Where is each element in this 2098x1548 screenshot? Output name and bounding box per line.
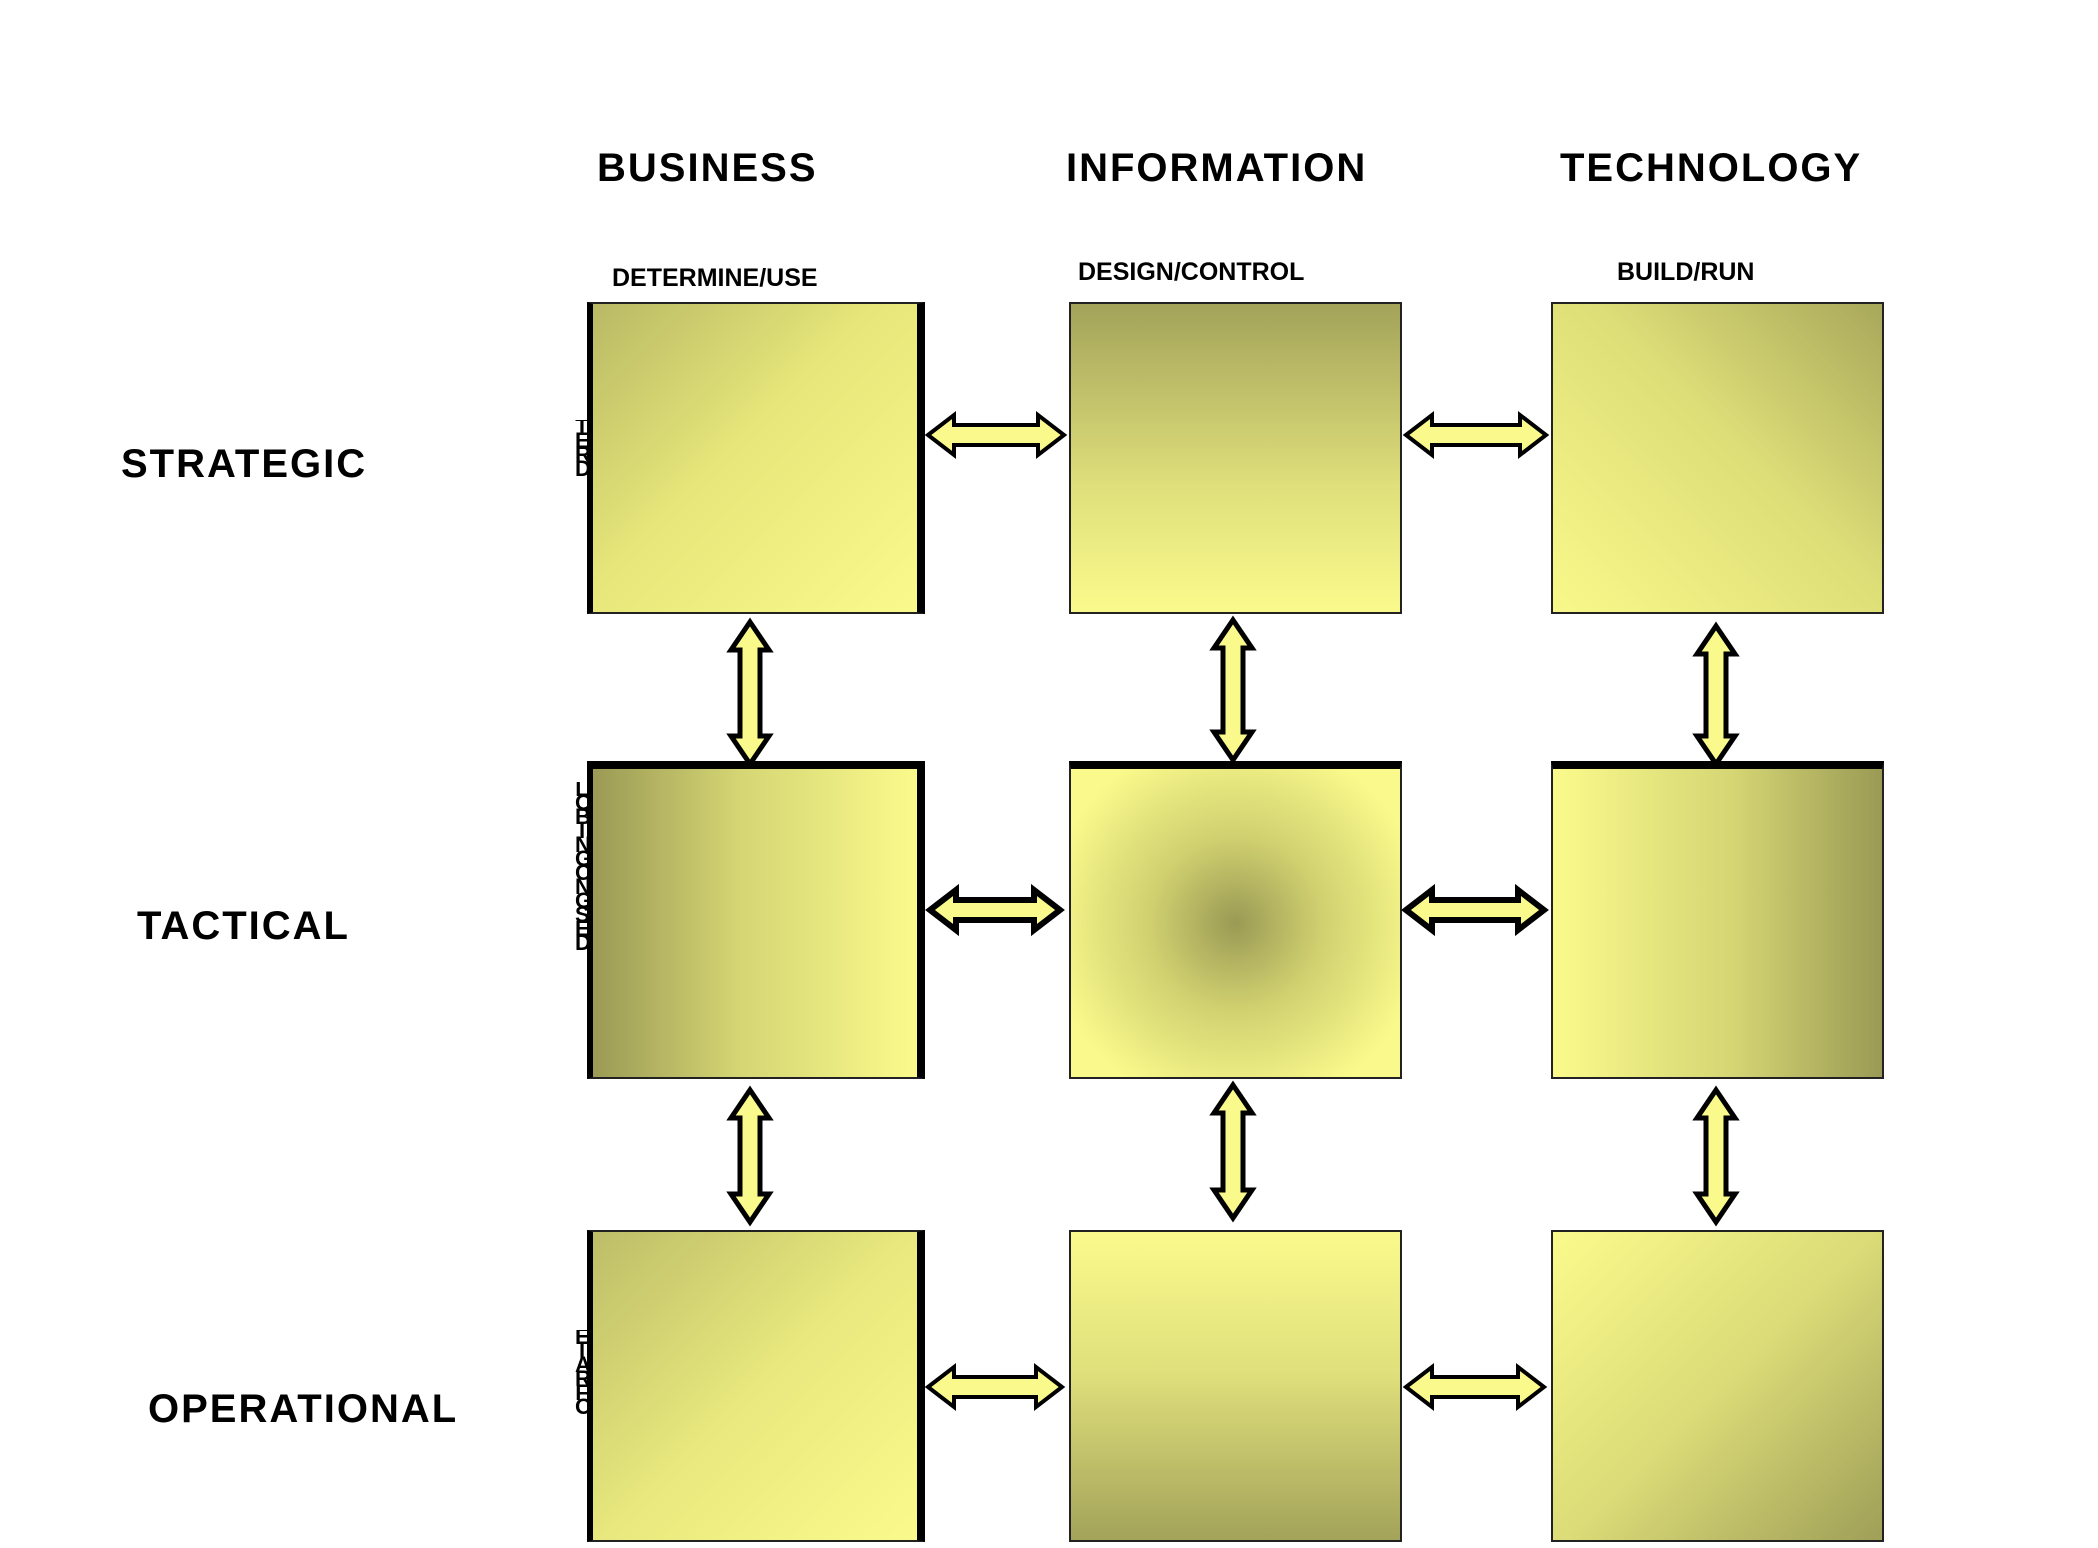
box-information-operational — [1069, 1230, 1402, 1542]
box-information-tactical — [1069, 761, 1402, 1079]
arrow-operational-business-information — [924, 1362, 1066, 1412]
column-title-business: BUSINESS — [597, 146, 818, 190]
arrow-technology-tactical-operational — [1692, 1085, 1740, 1227]
row-title-tactical: TACTICAL — [137, 904, 350, 948]
row-title-operational: OPERATIONAL — [148, 1387, 459, 1431]
column-subtitle-information: DESIGN/CONTROL — [1078, 258, 1305, 286]
arrow-business-strategic-tactical — [726, 617, 774, 769]
side-text-operational: EIARFO — [575, 1330, 589, 1419]
arrow-technology-strategic-tactical — [1692, 621, 1740, 769]
column-title-information: INFORMATION — [1066, 146, 1368, 190]
row-title-strategic: STRATEGIC — [121, 442, 368, 486]
arrow-strategic-information-technology — [1402, 410, 1550, 460]
arrow-business-tactical-operational — [726, 1085, 774, 1227]
column-title-technology: TECHNOLOGY — [1560, 146, 1863, 190]
box-business-operational — [587, 1230, 925, 1542]
arrow-information-tactical-operational — [1209, 1080, 1257, 1223]
box-technology-operational — [1551, 1230, 1884, 1542]
arrow-operational-information-technology — [1402, 1362, 1548, 1412]
arrow-tactical-information-technology — [1401, 883, 1549, 937]
arrow-information-strategic-tactical — [1209, 615, 1257, 765]
box-technology-strategic — [1551, 302, 1884, 614]
arrow-tactical-business-information — [925, 883, 1065, 937]
box-technology-tactical — [1551, 761, 1884, 1079]
box-information-strategic — [1069, 302, 1402, 614]
column-subtitle-business: DETERMINE/USE — [612, 264, 818, 292]
box-business-tactical — [587, 761, 925, 1079]
column-subtitle-technology: BUILD/RUN — [1617, 258, 1755, 286]
box-business-strategic — [587, 302, 925, 614]
side-text-strategic: TERD — [575, 420, 589, 481]
side-text-tactical: LOBINGCNGSED — [575, 782, 589, 955]
arrow-strategic-business-information — [924, 410, 1068, 460]
